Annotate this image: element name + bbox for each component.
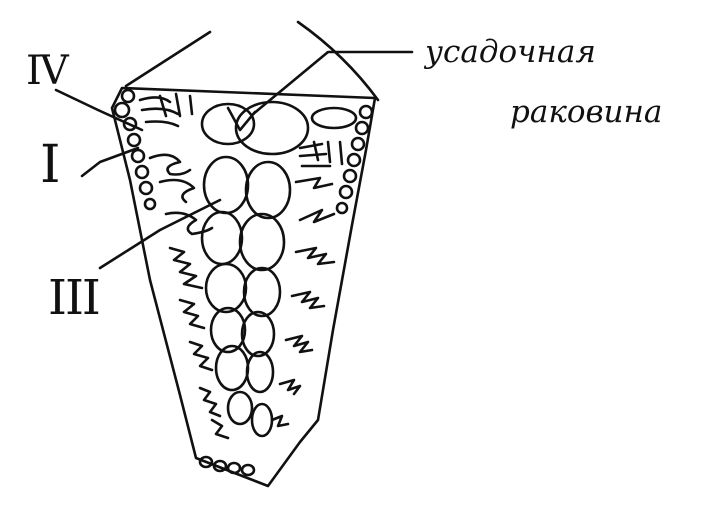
leader-iv — [54, 88, 144, 132]
central-equiaxed-zone — [200, 100, 358, 438]
chill-zone-right — [335, 104, 374, 215]
leader-shrinkage — [250, 50, 414, 117]
leader-i — [80, 146, 140, 178]
label-shrinkage-line2: раковина — [510, 94, 663, 130]
chill-zone-left — [113, 88, 157, 211]
shrinkage-cavity — [226, 106, 257, 132]
label-shrinkage-line1: усадочная — [425, 34, 596, 70]
right-columnar-zone — [270, 140, 344, 428]
label-zone-i: I — [40, 135, 60, 195]
label-zone-iii: III — [48, 270, 101, 326]
leader-iii — [98, 198, 222, 270]
mold-line-left — [124, 30, 212, 88]
top-dendrite-zone — [138, 92, 194, 128]
mold-line-right — [296, 20, 380, 102]
label-zone-iv: IV — [26, 48, 69, 94]
chill-zone-bottom — [198, 455, 256, 477]
left-columnar-zone — [148, 153, 230, 440]
ingot-outline — [110, 86, 377, 488]
